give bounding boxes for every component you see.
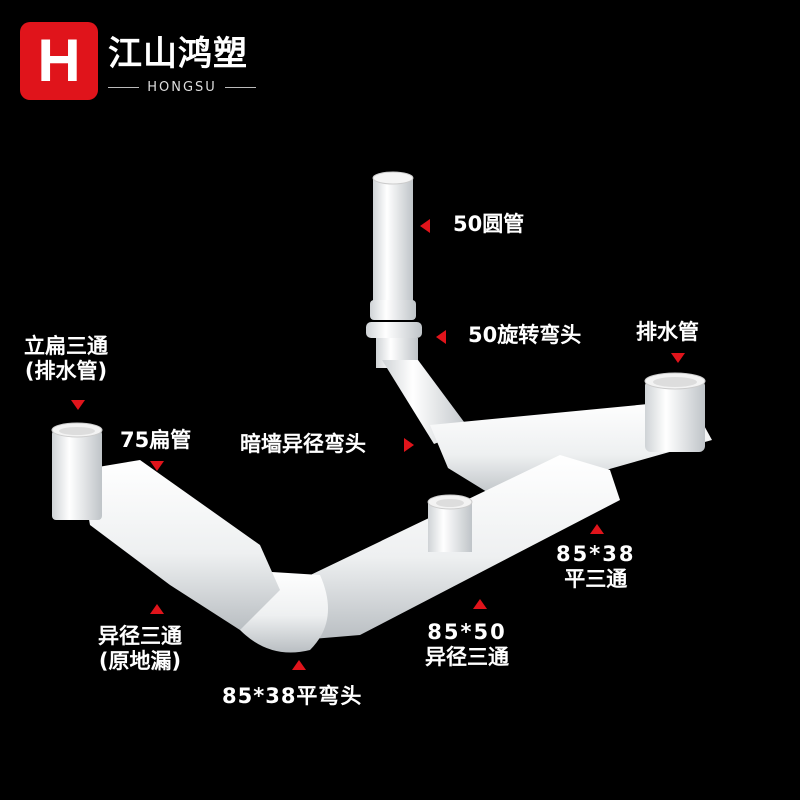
flat-pipe-75 [80, 460, 280, 630]
divider-left [108, 87, 140, 88]
label-reducer-tee-floor: 异径三通 (原地漏) [98, 624, 182, 674]
round-pipe-50 [372, 171, 414, 306]
label-upright-tee: 立扁三通 (排水管) [24, 334, 108, 384]
label-flat-pipe-75: 75扁管 [120, 428, 192, 452]
label-upright-tee-line1: 立扁三通 [24, 334, 108, 358]
pointer-concealed-reducer-elbow [404, 438, 414, 452]
label-reducer-tee-name: 异径三通 [425, 645, 509, 670]
swivel-elbow-50 [366, 300, 470, 444]
pointer-flat-tee [590, 524, 604, 534]
brand-logo: H [20, 22, 98, 100]
pointer-reducer-tee [473, 599, 487, 609]
label-flat-tee-name: 平三通 [564, 567, 628, 592]
label-swivel-elbow-50: 50旋转弯头 [468, 323, 582, 347]
brand-name-en: HONGSU [147, 80, 217, 95]
pointer-flat-elbow [292, 660, 306, 670]
label-reducer-tee-size: 85*50 [427, 620, 507, 644]
pointer-reducer-tee-floor [150, 604, 164, 614]
label-concealed-reducer-elbow: 暗墙异径弯头 [240, 432, 366, 456]
label-flat-elbow: 85*38平弯头 [222, 684, 363, 708]
label-flat-tee: 85*38 平三通 [556, 542, 635, 592]
logo-letter: H [37, 27, 81, 94]
label-round-pipe-50: 50圆管 [453, 212, 525, 236]
pointer-flat-pipe-75 [150, 461, 164, 471]
pointer-drain-pipe [671, 353, 685, 363]
label-reducer-tee: 85*50 异径三通 [425, 620, 509, 670]
flat-pipe-right [430, 372, 712, 500]
flat-pipe-main [300, 455, 620, 640]
brand-name-en-row: HONGSU [108, 80, 257, 95]
pointer-swivel-elbow-50 [436, 330, 446, 344]
label-upright-tee-line2: (排水管) [24, 359, 108, 384]
label-reducer-tee-floor-line1: 异径三通 [98, 624, 182, 648]
label-reducer-tee-floor-line2: (原地漏) [98, 649, 182, 674]
divider-right [224, 87, 257, 88]
upright-tee [51, 422, 103, 520]
pointer-round-pipe-50 [420, 219, 430, 233]
label-drain-pipe: 排水管 [636, 320, 699, 344]
brand-name-cn: 江山鸿塑 [108, 34, 248, 74]
label-flat-tee-size: 85*38 [556, 542, 636, 566]
pointer-upright-tee [71, 400, 85, 410]
